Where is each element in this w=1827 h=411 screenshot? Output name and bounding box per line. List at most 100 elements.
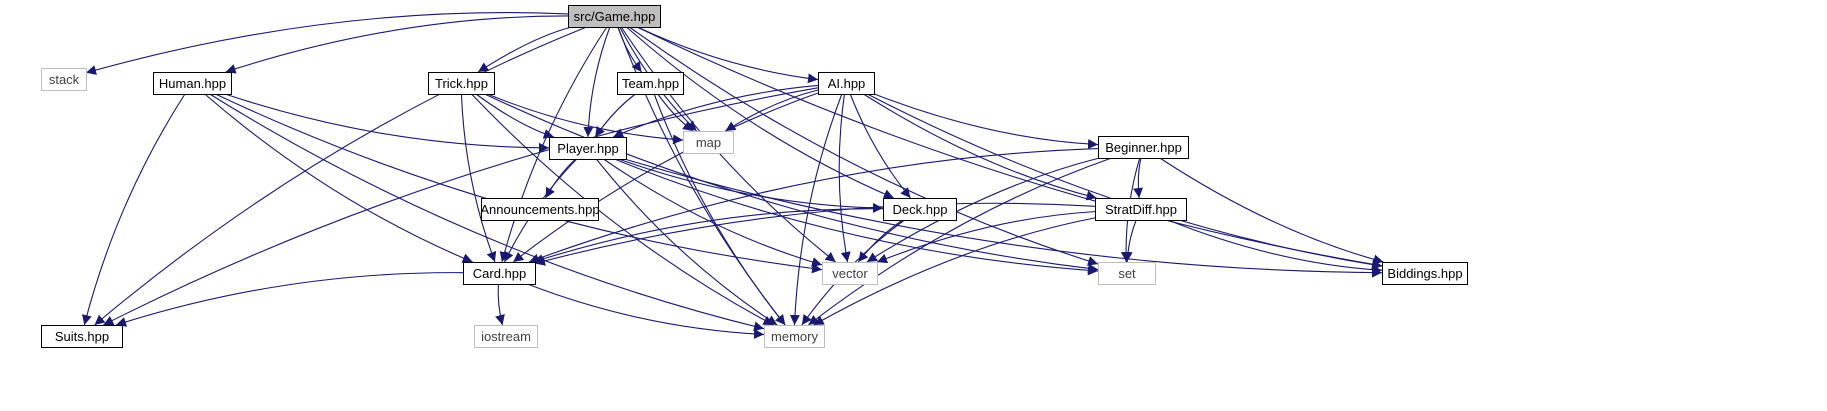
edge-player-to-memory — [595, 158, 778, 326]
edge-team-to-map — [657, 93, 694, 132]
edge-ai-to-map — [725, 89, 819, 132]
node-box-biddings — [1382, 262, 1468, 285]
edge-beginner-to-card — [528, 148, 1099, 264]
edge-game-to-memory — [617, 26, 786, 326]
edge-ai-to-biddings — [867, 93, 1383, 270]
edge-card-to-suits — [115, 272, 464, 327]
node-label-trick: Trick.hpp — [435, 76, 488, 91]
node-box-player — [549, 137, 627, 160]
edge-stratdiff-to-card — [534, 202, 1096, 266]
node-box-announcements — [481, 198, 599, 221]
edge-game-to-deck — [626, 26, 895, 199]
edge-stratdiff-to-biddings — [1167, 219, 1383, 275]
edge-stratdiff-to-vector — [876, 211, 1096, 264]
node-label-game: src/Game.hpp — [574, 9, 656, 24]
node-announcements[interactable]: Announcements.hpp — [480, 198, 600, 221]
edge-beginner-to-memory — [807, 157, 1112, 326]
edge-ai-to-vector — [838, 93, 851, 263]
edge-ai-to-beginner — [873, 93, 1099, 150]
node-box-ai — [818, 72, 875, 95]
node-label-vector: vector — [832, 266, 868, 281]
edge-ai-to-player — [612, 84, 819, 138]
node-label-ai: AI.hpp — [828, 76, 866, 91]
node-label-deck: Deck.hpp — [893, 202, 948, 217]
node-box-deck — [883, 198, 957, 221]
node-game[interactable]: src/Game.hpp — [568, 5, 661, 28]
node-set[interactable]: set — [1098, 262, 1156, 285]
node-biddings[interactable]: Biddings.hpp — [1382, 262, 1468, 285]
edge-beginner-to-biddings — [1159, 157, 1384, 265]
node-label-announcements: Announcements.hpp — [480, 202, 599, 217]
node-stack[interactable]: stack — [41, 68, 87, 91]
edge-game-to-player — [583, 26, 611, 138]
node-iostream[interactable]: iostream — [474, 325, 538, 348]
node-human[interactable]: Human.hpp — [153, 72, 232, 95]
node-box-stratdiff — [1095, 198, 1187, 221]
edge-trick-to-player — [475, 93, 555, 139]
edge-game-to-set — [628, 26, 1099, 266]
node-card[interactable]: Card.hpp — [463, 262, 536, 285]
edge-ai-to-stratdiff — [863, 93, 1097, 201]
node-suits[interactable]: Suits.hpp — [41, 325, 123, 348]
node-box-stack — [41, 68, 87, 91]
edge-player-to-vector — [603, 158, 823, 267]
edge-game-to-biddings — [636, 26, 1383, 270]
edge-ai-to-card — [512, 92, 819, 263]
node-vector[interactable]: vector — [822, 262, 878, 285]
edge-beginner-to-stratdiff — [1133, 157, 1143, 199]
node-box-memory — [764, 325, 825, 348]
node-stratdiff[interactable]: StratDiff.hpp — [1095, 198, 1187, 221]
edge-trick-to-memory — [471, 93, 774, 326]
node-box-iostream — [474, 325, 538, 348]
node-label-stratdiff: StratDiff.hpp — [1105, 202, 1177, 217]
edge-card-to-iostream — [495, 283, 505, 326]
edge-stratdiff-to-memory — [813, 217, 1096, 326]
node-box-human — [153, 72, 232, 95]
edge-trick-to-card — [460, 93, 497, 263]
edge-team-to-player — [594, 93, 636, 138]
edge-human-to-vector — [215, 93, 823, 274]
node-box-team — [617, 72, 684, 95]
node-trick[interactable]: Trick.hpp — [428, 72, 495, 95]
nodes-layer: src/Game.hpp stack Human.hpp Trick.hpp Team.… — [41, 5, 1468, 348]
node-ai[interactable]: AI.hpp — [818, 72, 875, 95]
node-label-biddings: Biddings.hpp — [1387, 266, 1462, 281]
node-label-iostream: iostream — [481, 329, 531, 344]
node-beginner[interactable]: Beginner.hpp — [1098, 136, 1189, 159]
node-memory[interactable]: memory — [764, 325, 825, 348]
node-label-set: set — [1118, 266, 1136, 281]
node-deck[interactable]: Deck.hpp — [883, 198, 957, 221]
node-box-vector — [822, 262, 878, 285]
node-map[interactable]: map — [683, 131, 734, 154]
edge-player-to-deck — [618, 158, 884, 213]
edge-human-to-player — [224, 93, 550, 153]
node-box-map — [683, 131, 734, 154]
edge-game-to-ai — [637, 26, 819, 84]
node-player[interactable]: Player.hpp — [549, 137, 627, 160]
edge-game-to-stack — [85, 12, 569, 75]
edge-game-to-suits — [94, 26, 587, 326]
node-box-card — [463, 262, 536, 285]
node-label-map: map — [696, 135, 721, 150]
node-team[interactable]: Team.hpp — [617, 72, 684, 95]
node-label-suits: Suits.hpp — [55, 329, 109, 344]
edge-trick-to-set — [484, 93, 1099, 274]
edge-trick-to-map — [487, 93, 684, 145]
node-box-beginner — [1098, 136, 1189, 159]
node-label-human: Human.hpp — [159, 76, 226, 91]
edge-player-to-announcements — [545, 158, 576, 199]
edge-player-to-set — [614, 158, 1099, 276]
edge-human-to-suits — [82, 93, 186, 326]
node-label-stack: stack — [49, 72, 80, 87]
node-box-trick — [428, 72, 495, 95]
node-label-beginner: Beginner.hpp — [1105, 140, 1182, 155]
node-label-team: Team.hpp — [622, 76, 679, 91]
edge-game-to-trick — [477, 26, 572, 73]
node-box-set — [1098, 262, 1156, 285]
edge-game-to-card — [499, 26, 608, 263]
edge-ai-to-suits — [103, 87, 819, 326]
edge-ai-to-deck — [849, 93, 911, 199]
edge-stratdiff-to-set — [1122, 219, 1137, 263]
edge-card-to-memory — [527, 283, 765, 339]
